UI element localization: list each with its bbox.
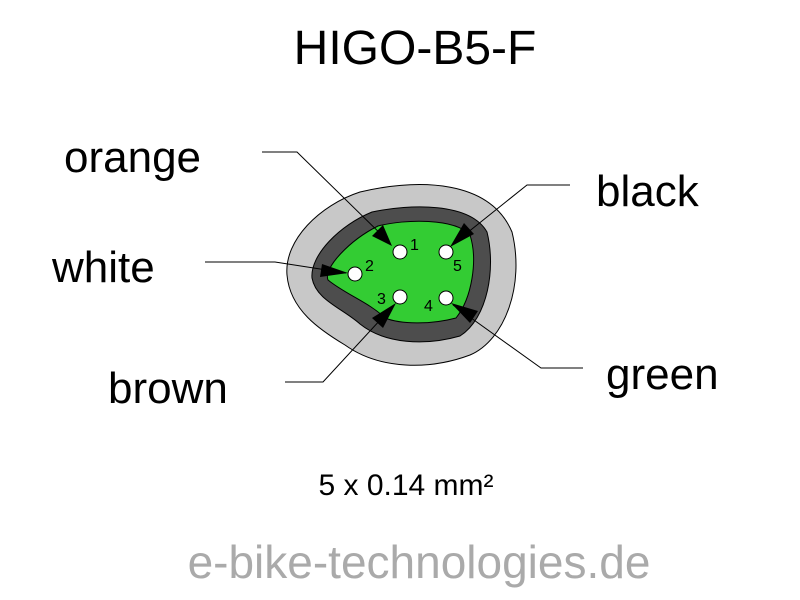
leader-line xyxy=(451,184,570,246)
wire-label-green: green xyxy=(606,350,719,399)
leader-black xyxy=(450,184,570,247)
arrowhead xyxy=(320,264,348,277)
leader-line xyxy=(262,151,391,244)
pin-5: 5 xyxy=(438,244,462,275)
connector-body xyxy=(286,184,517,366)
arrowhead xyxy=(450,223,474,247)
pin-5-number: 5 xyxy=(453,258,462,275)
leader-line xyxy=(452,304,583,369)
wire-label-black: black xyxy=(596,167,700,216)
leader-white xyxy=(205,261,348,277)
pin-1: 1 xyxy=(392,237,419,260)
arrowhead xyxy=(372,225,392,246)
leader-line xyxy=(285,304,395,383)
wire-label-white: white xyxy=(51,243,155,292)
pin-3: 3 xyxy=(377,289,408,308)
leader-brown xyxy=(285,303,396,383)
pin-1-number: 1 xyxy=(410,237,419,254)
pin-2-contact xyxy=(347,266,363,282)
leader-green xyxy=(451,303,583,369)
arrowhead xyxy=(372,303,396,328)
pin-4: 4 xyxy=(424,290,454,315)
pin-1-contact xyxy=(392,244,408,260)
pin-2-number: 2 xyxy=(365,258,374,275)
pin-5-contact xyxy=(438,244,454,260)
pin-3-number: 3 xyxy=(377,291,386,308)
pin-4-number: 4 xyxy=(424,298,433,315)
wire-label-orange: orange xyxy=(64,133,201,182)
footer-watermark: e-bike-technologies.de xyxy=(188,536,651,588)
arrowhead xyxy=(451,303,478,323)
pin-2: 2 xyxy=(347,258,374,282)
diagram-title: HIGO-B5-F xyxy=(294,22,537,75)
leader-orange xyxy=(262,151,392,246)
pin-4-contact xyxy=(438,290,454,306)
pin-3-contact xyxy=(392,289,408,305)
wire-label-brown: brown xyxy=(108,364,228,413)
wire-spec: 5 x 0.14 mm² xyxy=(318,469,493,502)
